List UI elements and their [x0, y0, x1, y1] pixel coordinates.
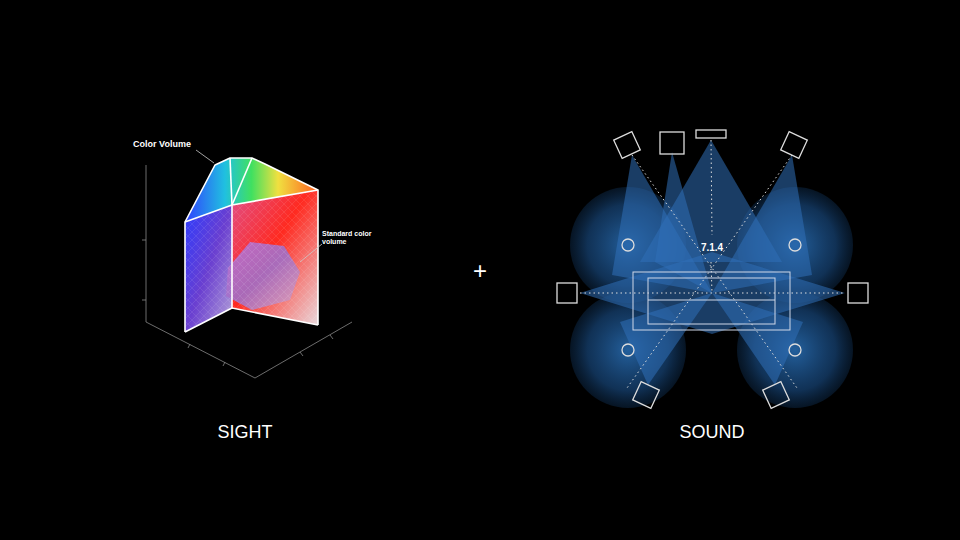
beam: [620, 293, 712, 385]
v-axis: [255, 322, 352, 378]
section-caption: SIGHT: [217, 422, 272, 443]
outline: [185, 190, 318, 222]
outline: [185, 308, 318, 332]
plus-sign: +: [473, 257, 487, 285]
callout-label: Color Volume: [133, 139, 191, 149]
speaker: [848, 283, 868, 303]
sofa-seat: [648, 278, 775, 324]
sofa: [633, 272, 790, 330]
y-axis: [146, 165, 147, 322]
outline: [185, 158, 318, 332]
dotted-line: [580, 293, 845, 294]
tick: [223, 362, 225, 366]
tick: [300, 352, 303, 356]
outline: [232, 158, 252, 205]
sofa-outline: [633, 272, 790, 330]
channel-config-label: 7.1.4: [701, 242, 723, 254]
volume-outline: [185, 158, 318, 332]
speaker: [781, 132, 808, 159]
outline: [231, 205, 233, 308]
leader-line: [196, 150, 214, 163]
tick: [330, 335, 333, 339]
speaker: [696, 130, 726, 138]
speaker: [614, 132, 641, 159]
callout-label: Standard color volume: [322, 230, 374, 246]
height-speaker: [789, 344, 801, 356]
section-caption: SOUND: [679, 422, 744, 443]
sofa-line: [648, 300, 775, 301]
mesh: [226, 242, 300, 310]
speaker-layout-figure: [557, 130, 868, 408]
height-speaker: [789, 239, 801, 251]
dotted-line: [711, 140, 712, 235]
beam: [712, 293, 803, 385]
speaker: [660, 132, 684, 154]
speaker: [557, 283, 577, 303]
height-speaker: [622, 344, 634, 356]
leader-line: [300, 244, 322, 262]
sight-lines: [580, 140, 845, 388]
outline: [230, 158, 232, 205]
speaker: [763, 382, 790, 409]
color-volume-figure: [142, 150, 352, 378]
speaker-beams: [580, 140, 845, 385]
u-axis: [146, 322, 255, 378]
tick: [142, 300, 146, 301]
volume-left-face: [185, 205, 232, 332]
speakers: [557, 130, 868, 408]
standard-volume: [226, 242, 300, 310]
mesh: [185, 205, 232, 332]
height-speaker: [622, 239, 634, 251]
dotted-line: [632, 155, 797, 388]
dotted-line: [627, 155, 792, 388]
tick: [142, 240, 146, 241]
tick: [188, 344, 190, 348]
speaker: [633, 382, 660, 409]
